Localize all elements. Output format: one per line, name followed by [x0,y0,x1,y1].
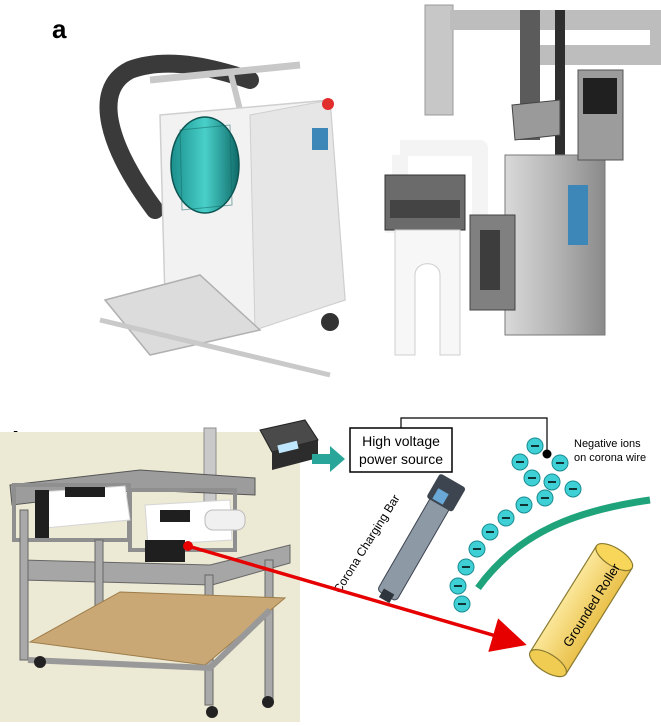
panel-b-photo [0,427,300,722]
power-source-label-line2: power source [359,451,443,467]
emergency-stop-icon [322,98,334,110]
caster-wheel [262,696,274,708]
flexible-duct [99,54,259,219]
wooden-shelf [28,591,287,666]
vertical-duct [424,4,454,116]
ions-label-line1: Negative ions [574,438,641,450]
hopper [511,99,561,141]
handle-bar [149,61,301,84]
negative-ions [449,437,582,613]
panel-a-photo [99,4,661,378]
brand-logo-icon [568,185,588,245]
ions-label-line2: on corona wire [574,452,646,464]
die-stand [394,229,461,356]
corona-charging-bar [378,474,466,604]
corona-bar-mount [145,540,185,562]
cart-platform [103,274,262,356]
red-arrow-origin-dot [183,541,193,551]
cart-wheel [321,313,339,331]
caster-wheel [206,706,218,718]
panel-label-a: a [52,14,67,44]
logo-icon [312,128,328,150]
power-wire [400,417,548,450]
corona-arc [475,496,651,591]
caster-wheel [34,656,46,668]
power-source-label-line1: High voltage [362,433,440,449]
control-cabinet [504,154,606,336]
teal-drum [170,116,240,214]
corona-wire-dot [542,449,552,459]
teal-arrow-icon [312,446,345,472]
power-source-box [349,427,453,473]
grounded-roller [528,543,634,678]
red-arrow [187,544,527,652]
